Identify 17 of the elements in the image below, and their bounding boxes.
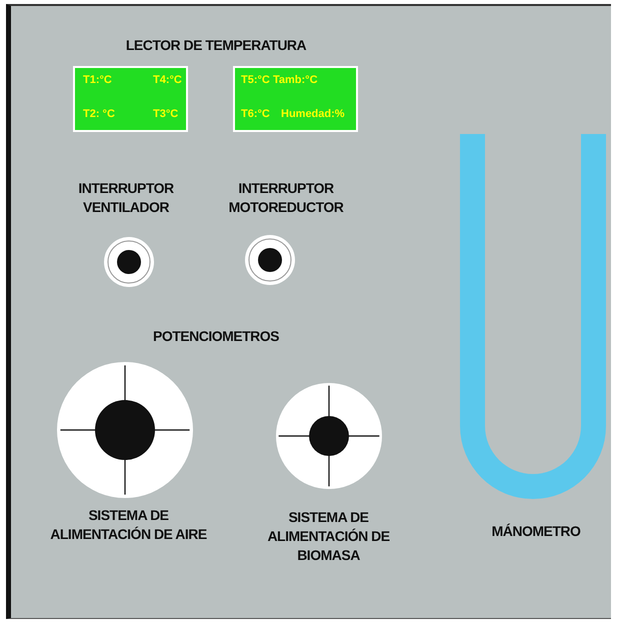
display-reading: T5:°C: [241, 74, 270, 86]
control-label: SISTEMA DE ALIMENTACIÓN DE AIRE: [49, 506, 208, 544]
section-heading: LECTOR DE TEMPERATURA: [124, 36, 308, 55]
control-label: SISTEMA DE ALIMENTACIÓN DE BIOMASA: [266, 508, 391, 565]
section-heading: POTENCIOMETROS: [152, 327, 280, 346]
temperature-display: [73, 66, 188, 132]
display-reading: T4:°C: [153, 74, 182, 86]
control-label: MÁNOMETRO: [490, 522, 582, 541]
control-label: INTERRUPTOR MOTOREDUCTOR: [228, 179, 344, 217]
display-reading: Tamb:°C: [273, 74, 318, 86]
display-reading: Humedad:%: [281, 108, 345, 120]
display-reading: T2: °C: [83, 108, 115, 120]
temperature-display: [233, 66, 358, 132]
display-reading: T3°C: [153, 108, 178, 120]
display-reading: T1:°C: [83, 74, 112, 86]
control-label: INTERRUPTOR VENTILADOR: [77, 179, 175, 217]
display-reading: T6:°C: [241, 108, 270, 120]
